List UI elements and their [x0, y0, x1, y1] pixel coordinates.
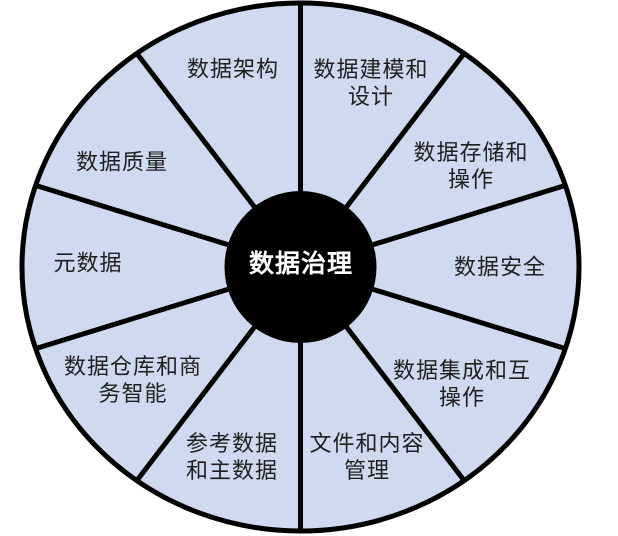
- sector-label-data-quality: 数据质量: [75, 149, 169, 175]
- sector-label-reference-master-data: 参考数据 和主数据: [185, 431, 279, 483]
- center-circle: [224, 191, 377, 343]
- sector-label-document-content-management: 文件和内容 管理: [309, 431, 425, 483]
- center-hub-label: 数据治理: [248, 250, 354, 278]
- sector-label-metadata: 元数据: [53, 250, 123, 276]
- sector-label-data-modeling-design: 数据建模和 设计: [313, 57, 429, 109]
- sector-label-data-warehousing-bi: 数据仓库和商 务智能: [63, 354, 203, 406]
- sector-label-data-integration-interoperability: 数据集成和互 操作: [392, 358, 532, 410]
- sector-label-data-architecture: 数据架构: [186, 56, 280, 82]
- sector-label-data-storage-operations: 数据存储和 操作: [413, 140, 529, 192]
- sector-label-data-security: 数据安全: [453, 254, 547, 280]
